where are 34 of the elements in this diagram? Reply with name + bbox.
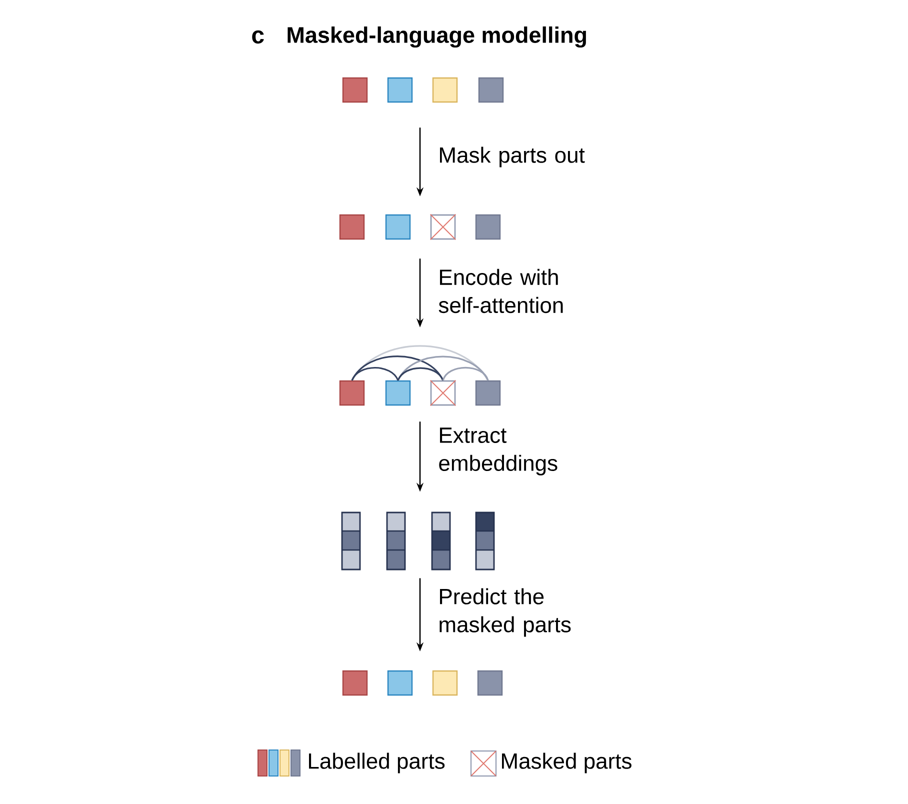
embedding-bar: [431, 512, 451, 570]
legend-label: Masked parts: [502, 752, 632, 774]
embedding-bar: [386, 512, 406, 570]
edge-label: Predict the masked parts: [440, 588, 571, 637]
masked-square: [430, 214, 456, 240]
token-square: [342, 670, 368, 696]
token-square: [432, 670, 458, 696]
token-square: [385, 214, 411, 240]
token-square: [432, 77, 458, 103]
panel-letter: c: [252, 30, 264, 44]
token-square: [339, 214, 365, 240]
token-square: [478, 77, 504, 103]
edge-label: Extract embeddings: [439, 428, 558, 476]
token-square: [475, 214, 501, 240]
token-square: [475, 380, 501, 406]
attention-arc: [442, 366, 489, 381]
token-square: [477, 670, 503, 696]
token-square: [387, 670, 413, 696]
token-square: [339, 380, 365, 406]
attention-arc: [397, 367, 444, 381]
attention-arc: [351, 366, 399, 381]
masked-square: [430, 380, 456, 406]
attention-arc: [351, 356, 444, 381]
embedding-bar: [475, 512, 495, 570]
edge-label: Mask parts out: [440, 146, 585, 168]
embedding-bar: [341, 512, 361, 570]
edge-label: Encode with self-attention: [438, 268, 563, 314]
token-square: [387, 77, 413, 103]
token-square: [385, 380, 411, 406]
legend-label: Labelled parts: [309, 752, 445, 774]
token-square: [342, 77, 368, 103]
attention-arc: [351, 345, 489, 381]
title: Masked-language modelling: [288, 26, 586, 48]
attention-arc: [397, 356, 489, 381]
